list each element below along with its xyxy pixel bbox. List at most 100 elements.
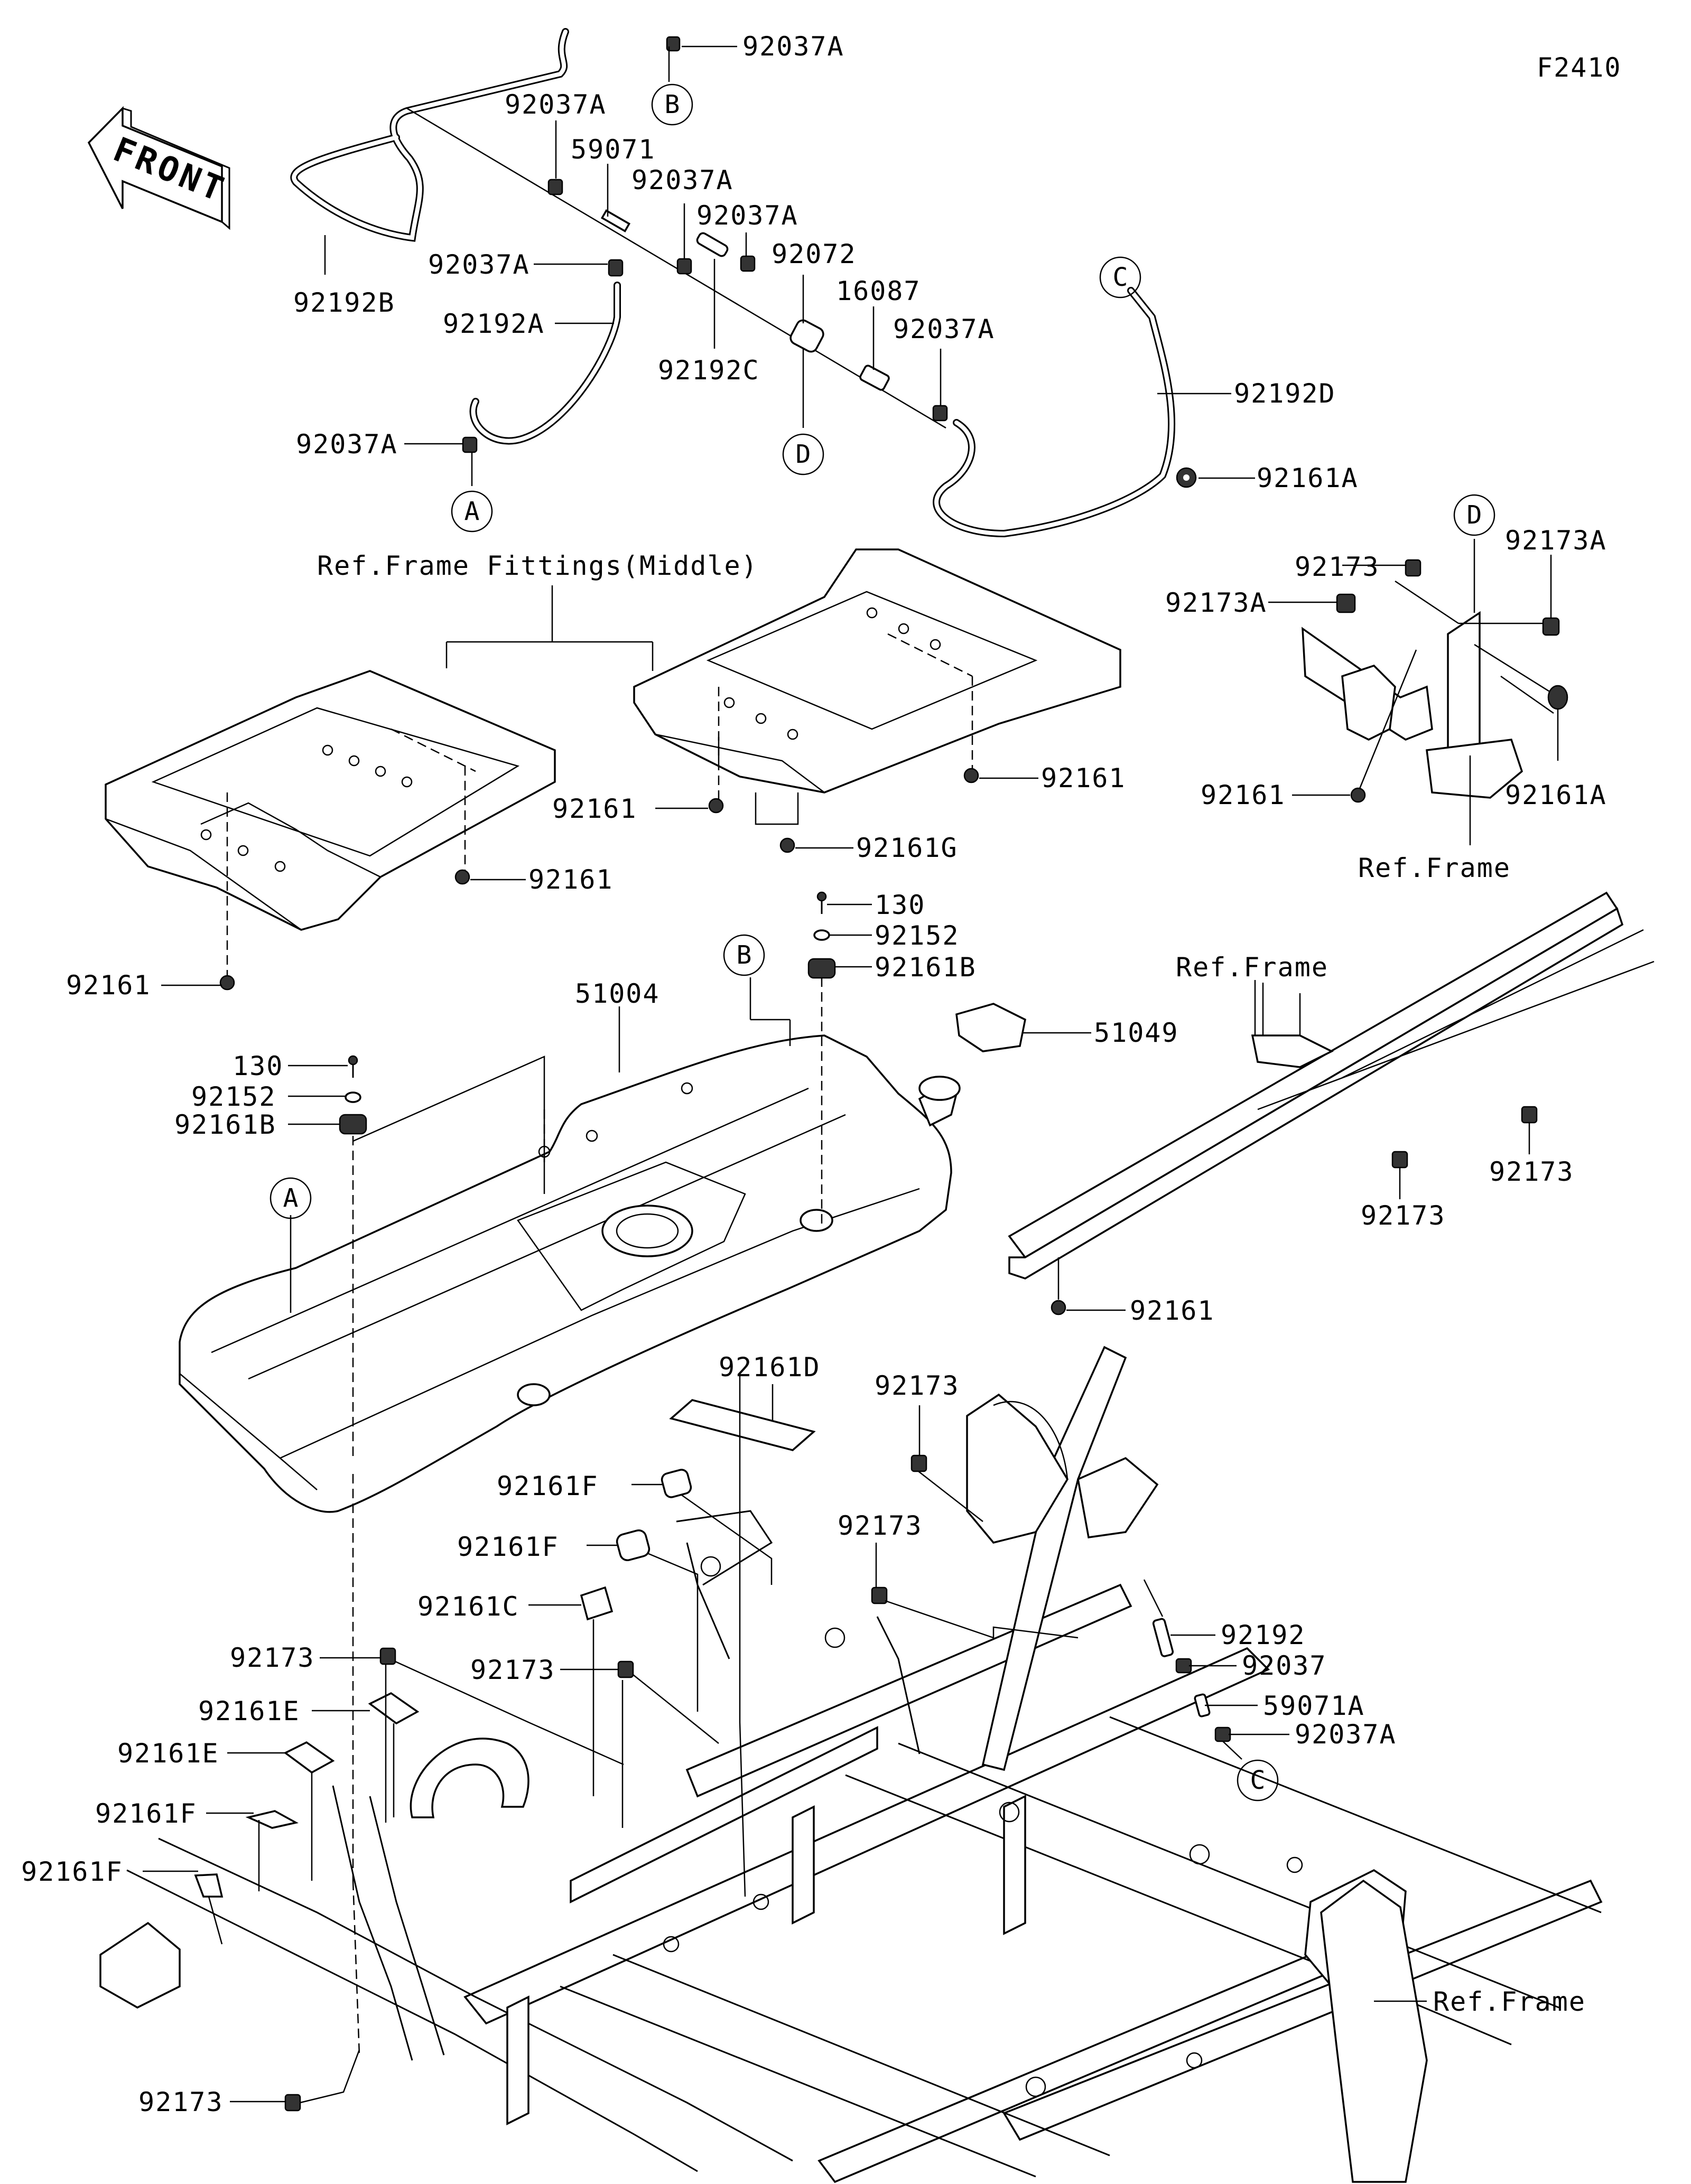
clip-92173-l1	[379, 1647, 396, 1665]
clip-92173-r1	[1405, 559, 1421, 577]
label-92161f-4: 92161F	[21, 1856, 123, 1887]
hose-92192c	[696, 232, 729, 257]
callout-d-top: D	[782, 433, 824, 475]
label-92173-l1: 92173	[230, 1642, 315, 1673]
bolt-130-1	[816, 891, 827, 914]
grommet-92161b-2	[339, 1114, 367, 1135]
clip-92173-bot	[284, 2094, 301, 2112]
label-51004: 51004	[575, 978, 660, 1009]
callout-c-lower: C	[1237, 1759, 1279, 1802]
label-92037: 92037	[1242, 1650, 1327, 1681]
pad-92161d	[669, 1399, 816, 1451]
label-92192c: 92192C	[658, 355, 760, 386]
label-92161-c: 92161	[552, 794, 637, 824]
nut-92161-r2	[1051, 1300, 1066, 1315]
label-51049: 51049	[1094, 1018, 1179, 1048]
bolt-130-2	[348, 1055, 358, 1078]
pad-92161f-4	[194, 1873, 224, 1898]
leaders-bracket	[1268, 539, 1559, 845]
label-ref-frame-3: Ref.Frame	[1433, 1986, 1586, 2017]
frame-bracket-right	[1302, 580, 1559, 799]
nut-92161-r1	[1350, 787, 1366, 803]
frame-fittings-middle	[105, 548, 1121, 988]
label-92173a-r1: 92173A	[1165, 587, 1267, 618]
label-92173-r1: 92173	[1295, 552, 1380, 582]
label-92161c: 92161C	[417, 1591, 519, 1622]
svg-text:A: A	[464, 497, 480, 526]
frame-rail-right	[1008, 891, 1655, 1280]
label-ref-frame-1: Ref.Frame	[1358, 853, 1511, 883]
label-92161b-2: 92161B	[174, 1109, 276, 1140]
label-92152-2: 92152	[191, 1081, 276, 1112]
label-92037a-b: 92037A	[1295, 1719, 1397, 1750]
fitting-59071a	[1194, 1693, 1211, 1718]
callout-c-top: C	[1099, 256, 1141, 298]
label-92161f-3: 92161F	[95, 1798, 197, 1829]
diagram-code: F2410	[1537, 52, 1622, 83]
grommet-92161a-r2	[1547, 685, 1568, 710]
label-92037a-2: 92037A	[631, 165, 733, 195]
label-92161f-1: 92161F	[497, 1471, 599, 1501]
clip-92173a-r2	[1542, 617, 1560, 636]
label-92192b: 92192B	[293, 287, 395, 318]
label-92173-r3: 92173	[1361, 1200, 1446, 1231]
clamp-92037	[1175, 1658, 1192, 1674]
label-ref-frame-fittings: Ref.Frame Fittings(Middle)	[317, 550, 758, 581]
lower-frame	[99, 1346, 1603, 2183]
label-92192: 92192	[1221, 1620, 1306, 1650]
label-92173a-r2: 92173A	[1505, 525, 1607, 556]
clip-92173-r2	[1521, 1106, 1538, 1124]
label-92173-m1: 92173	[875, 1370, 960, 1401]
clamp-92037a-top	[666, 36, 681, 52]
label-130-2: 130	[233, 1051, 283, 1081]
pad-92161c	[580, 1586, 614, 1621]
fitting-92072	[789, 319, 824, 353]
fuel-tank-51004	[179, 1034, 961, 1513]
label-92161-r1: 92161	[1201, 780, 1286, 810]
clamp-92037a-6	[462, 436, 478, 453]
label-92173-r2: 92173	[1489, 1156, 1574, 1187]
label-92152-1: 92152	[875, 920, 960, 951]
label-92161d: 92161D	[719, 1352, 821, 1383]
hose-92192	[1152, 1618, 1174, 1657]
nut-92161-a	[219, 975, 235, 991]
part-labels: 92037A 92037A 59071 92037A 92037A 92072 …	[21, 31, 1607, 2117]
label-92161-a: 92161	[66, 970, 151, 1001]
callout-a-top: A	[451, 490, 493, 533]
callout-b-tank: B	[723, 934, 765, 976]
label-92192d: 92192D	[1234, 378, 1336, 409]
leaders-top	[324, 45, 1255, 486]
label-92161-r2: 92161	[1130, 1295, 1215, 1326]
svg-text:C: C	[1250, 1766, 1266, 1795]
svg-text:C: C	[1113, 263, 1128, 292]
leaders-lower	[143, 1374, 1427, 2104]
label-92161b-1: 92161B	[875, 952, 977, 983]
clamp-92037a-2	[676, 258, 692, 275]
label-92161a-1: 92161A	[1257, 463, 1359, 493]
label-92037a-3: 92037A	[696, 200, 798, 231]
fitting-59071	[600, 209, 631, 232]
label-130-1: 130	[875, 890, 925, 920]
label-92037a-1: 92037A	[505, 89, 607, 120]
nut-92161-d	[963, 768, 979, 783]
valve-16087	[859, 365, 890, 391]
clip-92173-m2	[871, 1586, 888, 1604]
front-arrow-icon: FRONT	[87, 106, 231, 230]
clip-92173a-r1	[1336, 593, 1356, 613]
nut-92161-c	[708, 798, 724, 814]
label-92161-d: 92161	[1041, 763, 1126, 794]
clamp-92037a-4	[932, 405, 948, 422]
clip-92173-r3	[1391, 1151, 1408, 1169]
callout-d-right: D	[1453, 494, 1495, 536]
pad-92161e-2	[283, 1741, 335, 1774]
pad-92161f-2	[616, 1529, 651, 1561]
leaders-tank	[288, 903, 1091, 1458]
label-92161-b: 92161	[528, 864, 614, 895]
label-92173-bot: 92173	[138, 2087, 224, 2117]
clamp-92037a-3	[740, 255, 756, 272]
clip-92173-m3	[617, 1660, 634, 1678]
label-92161f-2: 92161F	[457, 1532, 559, 1562]
label-92161e-2: 92161E	[117, 1738, 219, 1769]
cap-51049	[955, 1003, 1026, 1052]
